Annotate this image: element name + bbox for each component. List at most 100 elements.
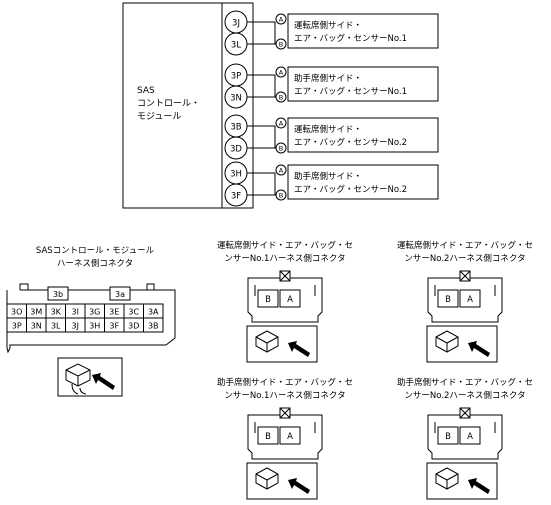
connector-housing <box>427 277 503 323</box>
pin-group-4: 3H 3F A B 助手席側サイド・ エア・バッグ・センサーNo.2 <box>224 161 439 207</box>
connector-pin-label: A <box>287 432 293 442</box>
sas-harness-connector: SASコントロール・モジュール ハーネス側コネクタ 3b 3a 3O 3M 3K… <box>6 246 176 397</box>
connector-pin-label: A <box>287 295 293 305</box>
sas-module-schematic: SAS コントロール・ モジュール 3J 3L A B 運転席側サイド・ エア・… <box>122 2 439 209</box>
terminal-b-mark <box>275 189 287 201</box>
connector-pin-label: A <box>467 432 473 442</box>
terminal-a-mark <box>275 164 287 176</box>
plug-icon-frame <box>246 325 318 363</box>
plug-arrow <box>288 341 310 357</box>
harness-cell-label: 3G <box>89 308 100 317</box>
connector-pin-label: B <box>265 432 271 442</box>
harness-pin-grid: 3O 3M 3K 3I 3G 3E 3C 3A 3P 3N 3L 3J 3H 3… <box>6 303 164 333</box>
plug-icon-frame <box>426 325 498 363</box>
pin-label: 3J <box>232 19 240 29</box>
terminal-b-mark <box>275 142 287 154</box>
connector-title-line-1: 助手席側サイド・エア・バッグ・セ <box>217 377 353 388</box>
sensor-label-line-1: 運転席側サイド・ <box>294 20 362 31</box>
connector-pin-label: B <box>265 295 271 305</box>
connector-title-line-2: ンサーNo.1ハーネス側コネクタ <box>224 390 345 401</box>
harness-cell-label: 3J <box>72 322 79 331</box>
connector-pin-cell <box>257 426 279 445</box>
plug-icon-frame <box>246 462 318 500</box>
connector-lock-mark <box>459 270 471 282</box>
harness-title-line-2: ハーネス側コネクタ <box>57 258 133 269</box>
sensor-label-line-2: エア・バッグ・センサーNo.2 <box>294 137 407 148</box>
connector-housing <box>427 414 503 460</box>
terminal-a-label: A <box>279 69 284 77</box>
terminal-b-mark <box>275 38 287 50</box>
connector-housing <box>247 414 323 460</box>
connector-title-line-2: ンサーNo.2ハーネス側コネクタ <box>404 253 525 264</box>
pin-wire <box>247 21 276 45</box>
plug-body <box>65 363 91 387</box>
module-label-line-2: コントロール・ <box>137 99 200 109</box>
connector-pin-cell <box>459 426 481 445</box>
connector-pin-cell <box>437 426 459 445</box>
harness-cell-label: 3L <box>51 322 61 331</box>
harness-cell-label: 3P <box>12 322 22 331</box>
terminal-b-label: B <box>279 145 283 153</box>
pin-label: 3H <box>230 170 242 180</box>
pin-wire <box>247 125 276 149</box>
plug-arrow <box>468 341 490 357</box>
connector-pin-label: A <box>467 295 473 305</box>
sensor-label-line-2: エア・バッグ・センサーNo.1 <box>294 86 407 97</box>
harness-key-3a <box>109 286 131 301</box>
harness-cell-label: 3K <box>51 308 62 317</box>
harness-cell-label: 3B <box>148 322 159 331</box>
pin-label: 3B <box>230 123 241 133</box>
sensor-box <box>287 13 439 49</box>
connector-lock-mark <box>279 270 291 282</box>
terminal-a-mark <box>275 117 287 129</box>
connector-pin-label: B <box>445 295 451 305</box>
connector-title-line-2: ンサーNo.1ハーネス側コネクタ <box>224 253 345 264</box>
connector-pin-cell <box>257 289 279 308</box>
harness-cell-label: 3D <box>128 322 139 331</box>
plug-body <box>255 330 279 353</box>
plug-arrow <box>288 478 310 494</box>
plug-wires <box>71 383 87 395</box>
terminal-a-mark <box>275 13 287 25</box>
module-label-line-3: モジュール <box>137 112 181 122</box>
connector-pin-cell <box>437 289 459 308</box>
harness-cell <box>143 317 164 333</box>
harness-cell-label: 3A <box>148 308 159 317</box>
connector-pin-cell <box>459 289 481 308</box>
sensor-connector-4: 助手席側サイド・エア・バッグ・セ ンサーNo.2ハーネス側コネクタ B A <box>397 377 533 500</box>
harness-top-label: 3a <box>115 290 125 299</box>
connector-pin-cell <box>279 426 301 445</box>
sensor-connector-3: 助手席側サイド・エア・バッグ・セ ンサーNo.1ハーネス側コネクタ B A <box>217 377 353 500</box>
terminal-a-label: A <box>279 120 284 128</box>
sensor-label-line-1: 運転席側サイド・ <box>294 124 362 135</box>
sensor-label-line-1: 助手席側サイド・ <box>294 73 362 84</box>
terminal-b-label: B <box>279 94 283 102</box>
terminal-b-mark <box>275 91 287 103</box>
connector-guides <box>434 285 496 296</box>
sensor-label-line-2: エア・バッグ・センサーNo.2 <box>294 184 407 195</box>
harness-connector-housing <box>6 283 176 354</box>
terminal-a-label: A <box>279 16 284 24</box>
plug-arrow <box>468 478 490 494</box>
connector-title-line-1: 助手席側サイド・エア・バッグ・セ <box>397 377 533 388</box>
sensor-box <box>287 164 439 200</box>
connector-guides <box>254 422 316 433</box>
plug-body <box>435 330 459 353</box>
connector-lock-mark <box>459 407 471 419</box>
plug-icon-frame <box>426 462 498 500</box>
connector-lock-mark <box>279 407 291 419</box>
pin-label: 3D <box>230 145 242 155</box>
pin-wire <box>247 172 276 196</box>
harness-cell-label: 3H <box>89 322 100 331</box>
plug-body <box>435 467 459 490</box>
connector-title-line-1: 運転席側サイド・エア・バッグ・セ <box>397 240 533 251</box>
connector-title-line-1: 運転席側サイド・エア・バッグ・セ <box>217 240 353 251</box>
connector-housing <box>247 277 323 323</box>
pin-group-1: 3J 3L A B 運転席側サイド・ エア・バッグ・センサーNo.1 <box>224 10 439 56</box>
harness-cell-label: 3N <box>31 322 42 331</box>
harness-cell-label: 3F <box>109 322 119 331</box>
harness-top-label: 3b <box>53 290 63 299</box>
pin-group-3: 3B 3D A B 運転席側サイド・ エア・バッグ・センサーNo.2 <box>224 114 439 160</box>
connector-guides <box>434 422 496 433</box>
harness-title-line-1: SASコントロール・モジュール <box>36 246 155 256</box>
